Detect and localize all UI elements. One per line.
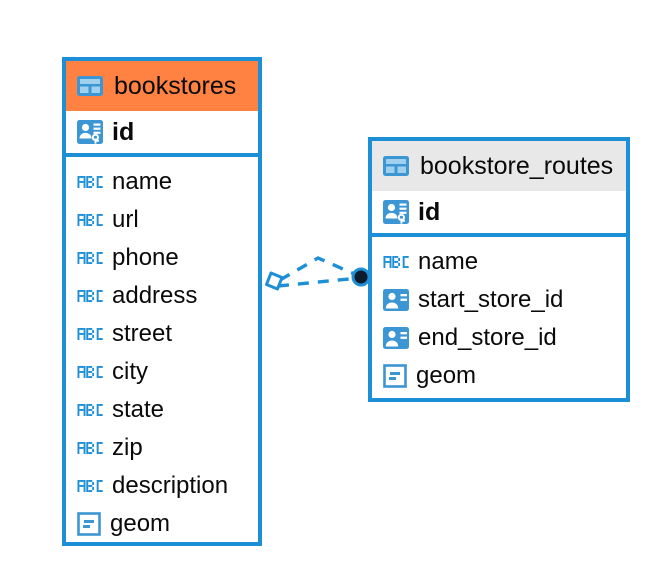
field-row-geom[interactable]: geom — [372, 357, 626, 395]
relationship-line-upper — [279, 256, 360, 282]
field-label: name — [112, 168, 173, 195]
field-row-end-store-id[interactable]: end_store_id — [372, 319, 626, 357]
field-label: phone — [112, 244, 179, 271]
entity-bookstore-routes[interactable]: bookstore_routes id — [368, 137, 630, 402]
field-row-url[interactable]: url — [66, 201, 258, 239]
foreign-key-icon — [383, 289, 409, 311]
field-row-state[interactable]: state — [66, 391, 258, 429]
field-label: url — [112, 206, 139, 233]
table-icon — [77, 76, 103, 96]
relationship-line-lower — [277, 276, 360, 288]
field-label: address — [112, 282, 198, 309]
text-type-icon — [77, 252, 103, 264]
field-label: zip — [112, 434, 143, 461]
field-row-phone[interactable]: phone — [66, 239, 258, 277]
primary-key-icon — [77, 120, 103, 144]
field-row-address[interactable]: address — [66, 277, 258, 315]
field-row-geom[interactable]: geom — [66, 505, 258, 543]
field-label: start_store_id — [418, 286, 564, 313]
diamond-marker — [265, 271, 284, 291]
geometry-type-icon — [383, 364, 407, 388]
text-type-icon — [77, 366, 103, 378]
text-type-icon — [77, 176, 103, 188]
entity-header-bookstores[interactable]: bookstores — [66, 61, 258, 111]
field-row-description[interactable]: description — [66, 467, 258, 505]
field-label: id — [112, 117, 135, 146]
text-type-icon — [77, 290, 103, 302]
field-list: name url — [66, 157, 258, 543]
field-row-street[interactable]: street — [66, 315, 258, 353]
field-label: geom — [416, 362, 477, 389]
relationship-connector[interactable] — [258, 244, 378, 308]
field-row-start-store-id[interactable]: start_store_id — [372, 281, 626, 319]
field-row-zip[interactable]: zip — [66, 429, 258, 467]
circle-marker — [351, 267, 371, 287]
text-type-icon — [77, 214, 103, 226]
text-type-icon — [383, 256, 409, 268]
table-icon — [383, 156, 409, 176]
foreign-key-icon — [383, 327, 409, 349]
entity-title: bookstores — [114, 71, 237, 100]
entity-title: bookstore_routes — [420, 151, 614, 180]
field-row-id[interactable]: id — [66, 111, 258, 157]
field-row-name[interactable]: name — [372, 243, 626, 281]
text-type-icon — [77, 404, 103, 416]
text-type-icon — [77, 442, 103, 454]
field-row-city[interactable]: city — [66, 353, 258, 391]
geometry-type-icon — [77, 512, 101, 536]
field-label: end_store_id — [418, 324, 557, 351]
field-label: id — [418, 197, 441, 226]
entity-header-bookstore-routes[interactable]: bookstore_routes — [372, 141, 626, 191]
field-row-name[interactable]: name — [66, 163, 258, 201]
field-label: city — [112, 358, 148, 385]
field-label: state — [112, 396, 165, 423]
field-row-id[interactable]: id — [372, 191, 626, 237]
field-list: name start_store_id — [372, 237, 626, 395]
primary-key-icon — [383, 200, 409, 224]
field-label: street — [112, 320, 173, 347]
field-label: description — [112, 472, 229, 499]
text-type-icon — [77, 480, 103, 492]
field-label: geom — [110, 510, 171, 537]
entity-bookstores[interactable]: bookstores id — [62, 57, 262, 546]
text-type-icon — [77, 328, 103, 340]
field-label: name — [418, 248, 479, 275]
